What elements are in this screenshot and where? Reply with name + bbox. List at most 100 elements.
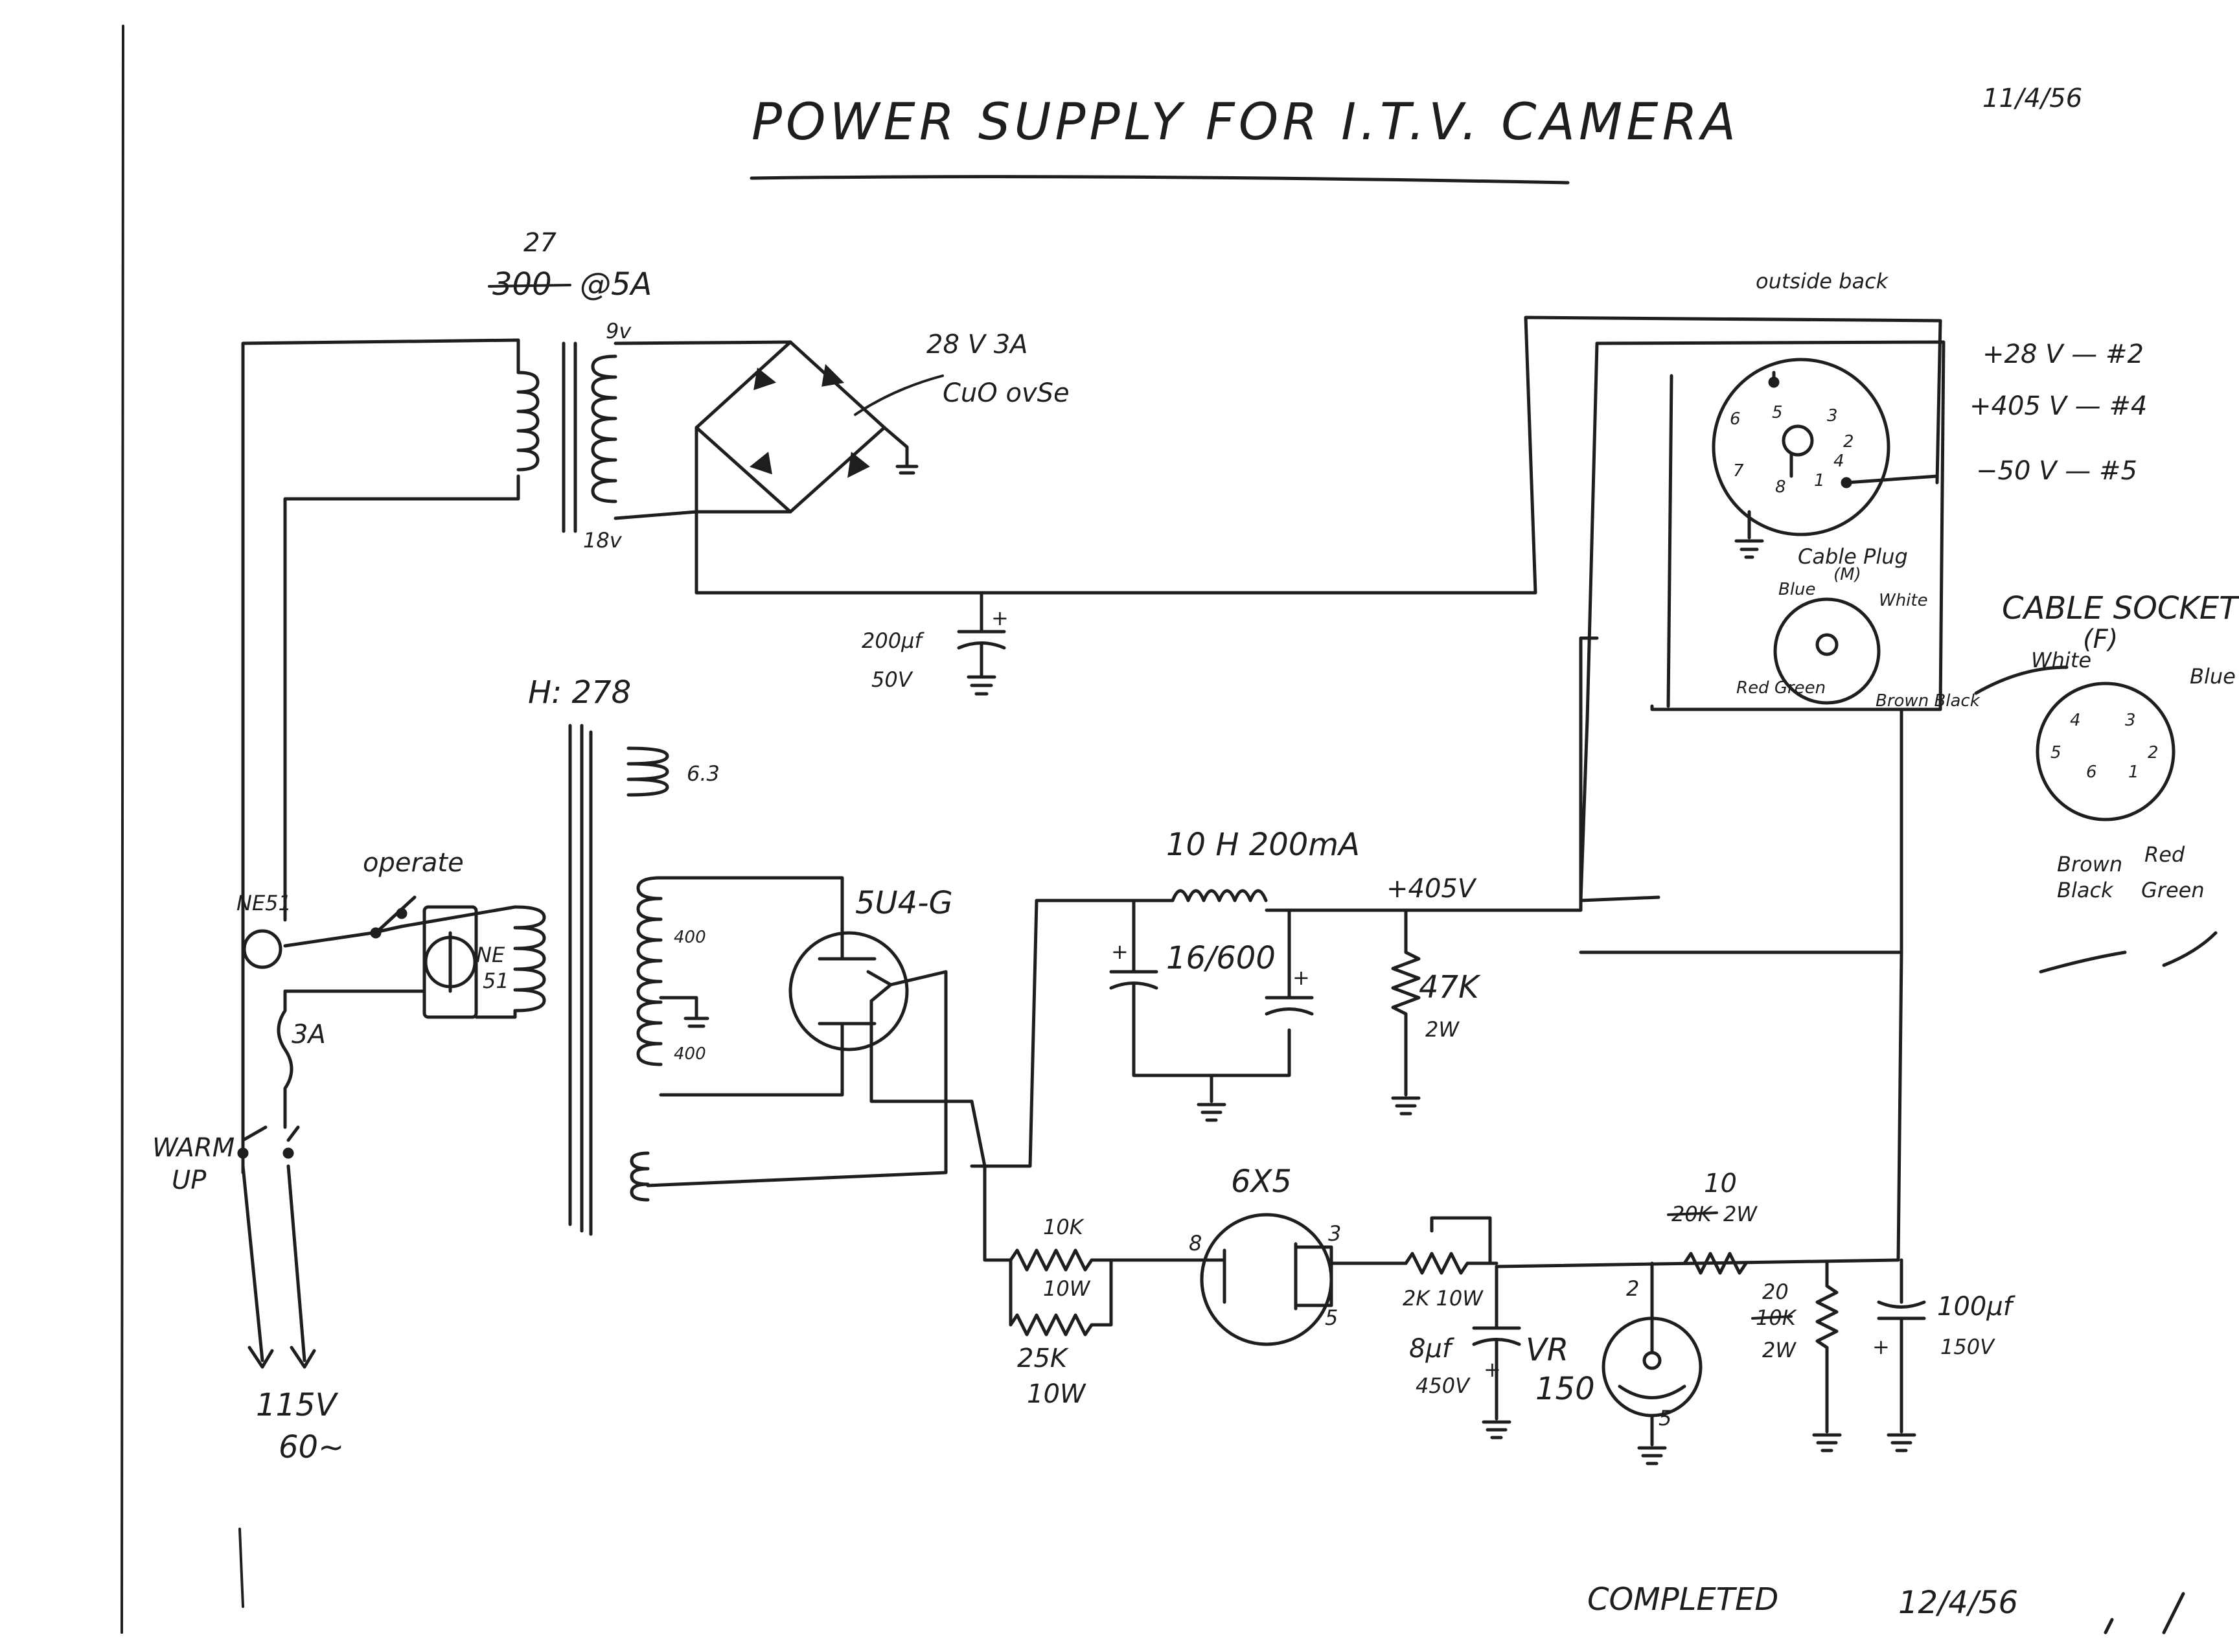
date-top: 11/4/56 [1982,84,2082,113]
svg-text:6: 6 [1730,409,1741,429]
cap-8-label: 8μf [1409,1334,1455,1364]
warm-label: WARM [152,1133,235,1163]
cap-8-voltage: 450V [1416,1373,1471,1398]
socket-blue: Blue [2190,664,2236,689]
r47k-watt: 2W [1425,1017,1460,1042]
svg-text:+: + [1111,939,1129,964]
transformer-2: H: 278 6.3 400 400 [513,674,720,1236]
svg-text:+: + [1484,1357,1501,1382]
socket-green: Green [2141,878,2205,902]
primary-switching: NE51 operate NE 51 3A WARM UP 115V 60~ [152,848,517,1465]
hv-400b-label: 400 [674,1044,706,1064]
sec-18v-label: 18v [583,528,623,553]
heater-6-3-label: 6.3 [687,761,720,786]
resistor-10ohm: 10 20K 2W [1667,1169,1758,1275]
out-28v-label: +28 V — #2 [1982,339,2144,369]
pin3-label: 3 [1328,1221,1341,1246]
plug-blue: Blue [1778,580,1816,599]
r10-watt: 2W [1723,1202,1758,1226]
xfmr1-edit-label: 27 [523,228,557,258]
svg-text:6: 6 [2086,763,2097,782]
resistor-47k: +405V 47K 2W [1386,874,1481,1116]
vr-pin2: 2 [1626,1276,1639,1301]
resistor-20ohm: 20 10K 2W [1751,1260,1842,1452]
cap-200-label: 200μf [862,628,924,653]
cap-16-600-label: 16/600 [1166,940,1276,976]
filter-caps-16-600: + + 16/600 [1109,899,1314,1122]
r47k-label: 47K [1419,969,1481,1005]
tube-6x5-label: 6X5 [1231,1164,1292,1200]
completed-label: COMPLETED [1587,1581,1778,1618]
tube-5u4g: 5U4-G [646,876,987,1187]
cable-socket-f: CABLE SOCKET (F) 4 3 2 5 6 1 White Blue … [1974,590,2239,974]
cap-200-voltage: 50V [871,667,913,692]
xfmr2-label: H: 278 [528,674,631,711]
capacitor-100uf: + 100μf 150V [1872,1258,2016,1452]
cable-plug-label: Cable Plug [1798,544,1908,569]
r20-edit: 20 [1762,1279,1789,1304]
xfmr1-rating: @5A [580,266,652,303]
output-plug-panel: outside back 5 6 3 2 7 8 1 4 +28 V — #2 … [1579,269,2147,902]
choke-label: 10 H 200mA [1166,827,1360,863]
socket-red: Red [2144,842,2185,867]
mains-voltage-label: 115V [256,1387,339,1423]
tube-vr150: VR 150 2 5 [1526,1261,1703,1465]
b-plus-label: +405V [1386,874,1477,904]
svg-text:4: 4 [2070,711,2081,730]
ne51-c-label: 51 [483,969,509,993]
tube-6x5: 6X5 8 3 5 [1189,1164,1341,1346]
plug-brown-black: Brown Black [1876,691,1981,711]
resistor-10k-25k: 10K 10W 25K 10W [1009,1215,1113,1409]
transformer-1: 27 300 @5A 9v 18v [488,228,652,553]
ne51-b-label: NE [476,943,505,967]
r2k-label: 2K 10W [1403,1286,1484,1311]
choke-10h: 10 H 200mA [1166,827,1360,902]
r10k-watt: 10W [1043,1276,1091,1301]
page-margin-line [121,25,124,1634]
capacitor-8uf: + 8μf 450V [1409,1265,1521,1440]
outside-back-label: outside back [1756,269,1889,293]
title-underline [750,175,1570,185]
hv-400a-label: 400 [674,928,706,947]
bridge-rectifier: 28 V 3A CuO ovSe [614,330,1070,520]
socket-black: Black [2057,878,2114,902]
svg-text:3: 3 [2125,711,2136,730]
pin8-label: 8 [1189,1231,1202,1256]
svg-text:1: 1 [2128,763,2139,782]
socket-brown: Brown [2057,852,2122,877]
out-405v-label: +405 V — #4 [1969,391,2147,421]
svg-text:5: 5 [1772,403,1783,422]
svg-text:3: 3 [1827,406,1838,426]
completed-date: 12/4/56 [1898,1585,2018,1621]
up-label: UP [172,1165,207,1195]
svg-text:+: + [991,606,1009,630]
rectifier-type: CuO ovSe [943,378,1070,408]
r20-watt: 2W [1762,1338,1797,1362]
r10-edit: 10 [1704,1169,1737,1199]
r25k-label: 25K [1017,1344,1069,1373]
r10k-label: 10K [1043,1215,1085,1239]
plug-white: White [1879,591,1928,610]
rectifier-rating: 28 V 3A [926,330,1028,360]
svg-text:1: 1 [1814,471,1825,490]
out-50v-label: −50 V — #5 [1976,456,2137,486]
capacitor-200uf: + 200μf 50V [862,591,1009,696]
svg-text:+: + [1872,1335,1890,1359]
ne51-lamp-label: NE51 [236,891,292,915]
tube-5u4g-label: 5U4-G [855,885,953,921]
resistor-2k: 2K 10W [1403,1216,1498,1311]
svg-text:4: 4 [1833,452,1844,471]
svg-text:2: 2 [2148,743,2159,763]
svg-text:+: + [1292,965,1310,990]
diagram-title: POWER SUPPLY FOR I.T.V. CAMERA [752,93,1740,152]
plug-red-green: Red Green [1736,678,1826,698]
pin5-label: 5 [1325,1305,1338,1330]
cable-plug-m: Cable Plug (M) Blue White Red Green Brow… [1736,544,1981,711]
cap-100-voltage: 150V [1940,1335,1995,1359]
fuse-label: 3A [292,1020,326,1050]
svg-text:5: 5 [2050,743,2061,763]
sec-9v-label: 9v [606,319,632,343]
cap-100-label: 100μf [1937,1292,2016,1322]
mains-frequency-label: 60~ [279,1429,344,1465]
